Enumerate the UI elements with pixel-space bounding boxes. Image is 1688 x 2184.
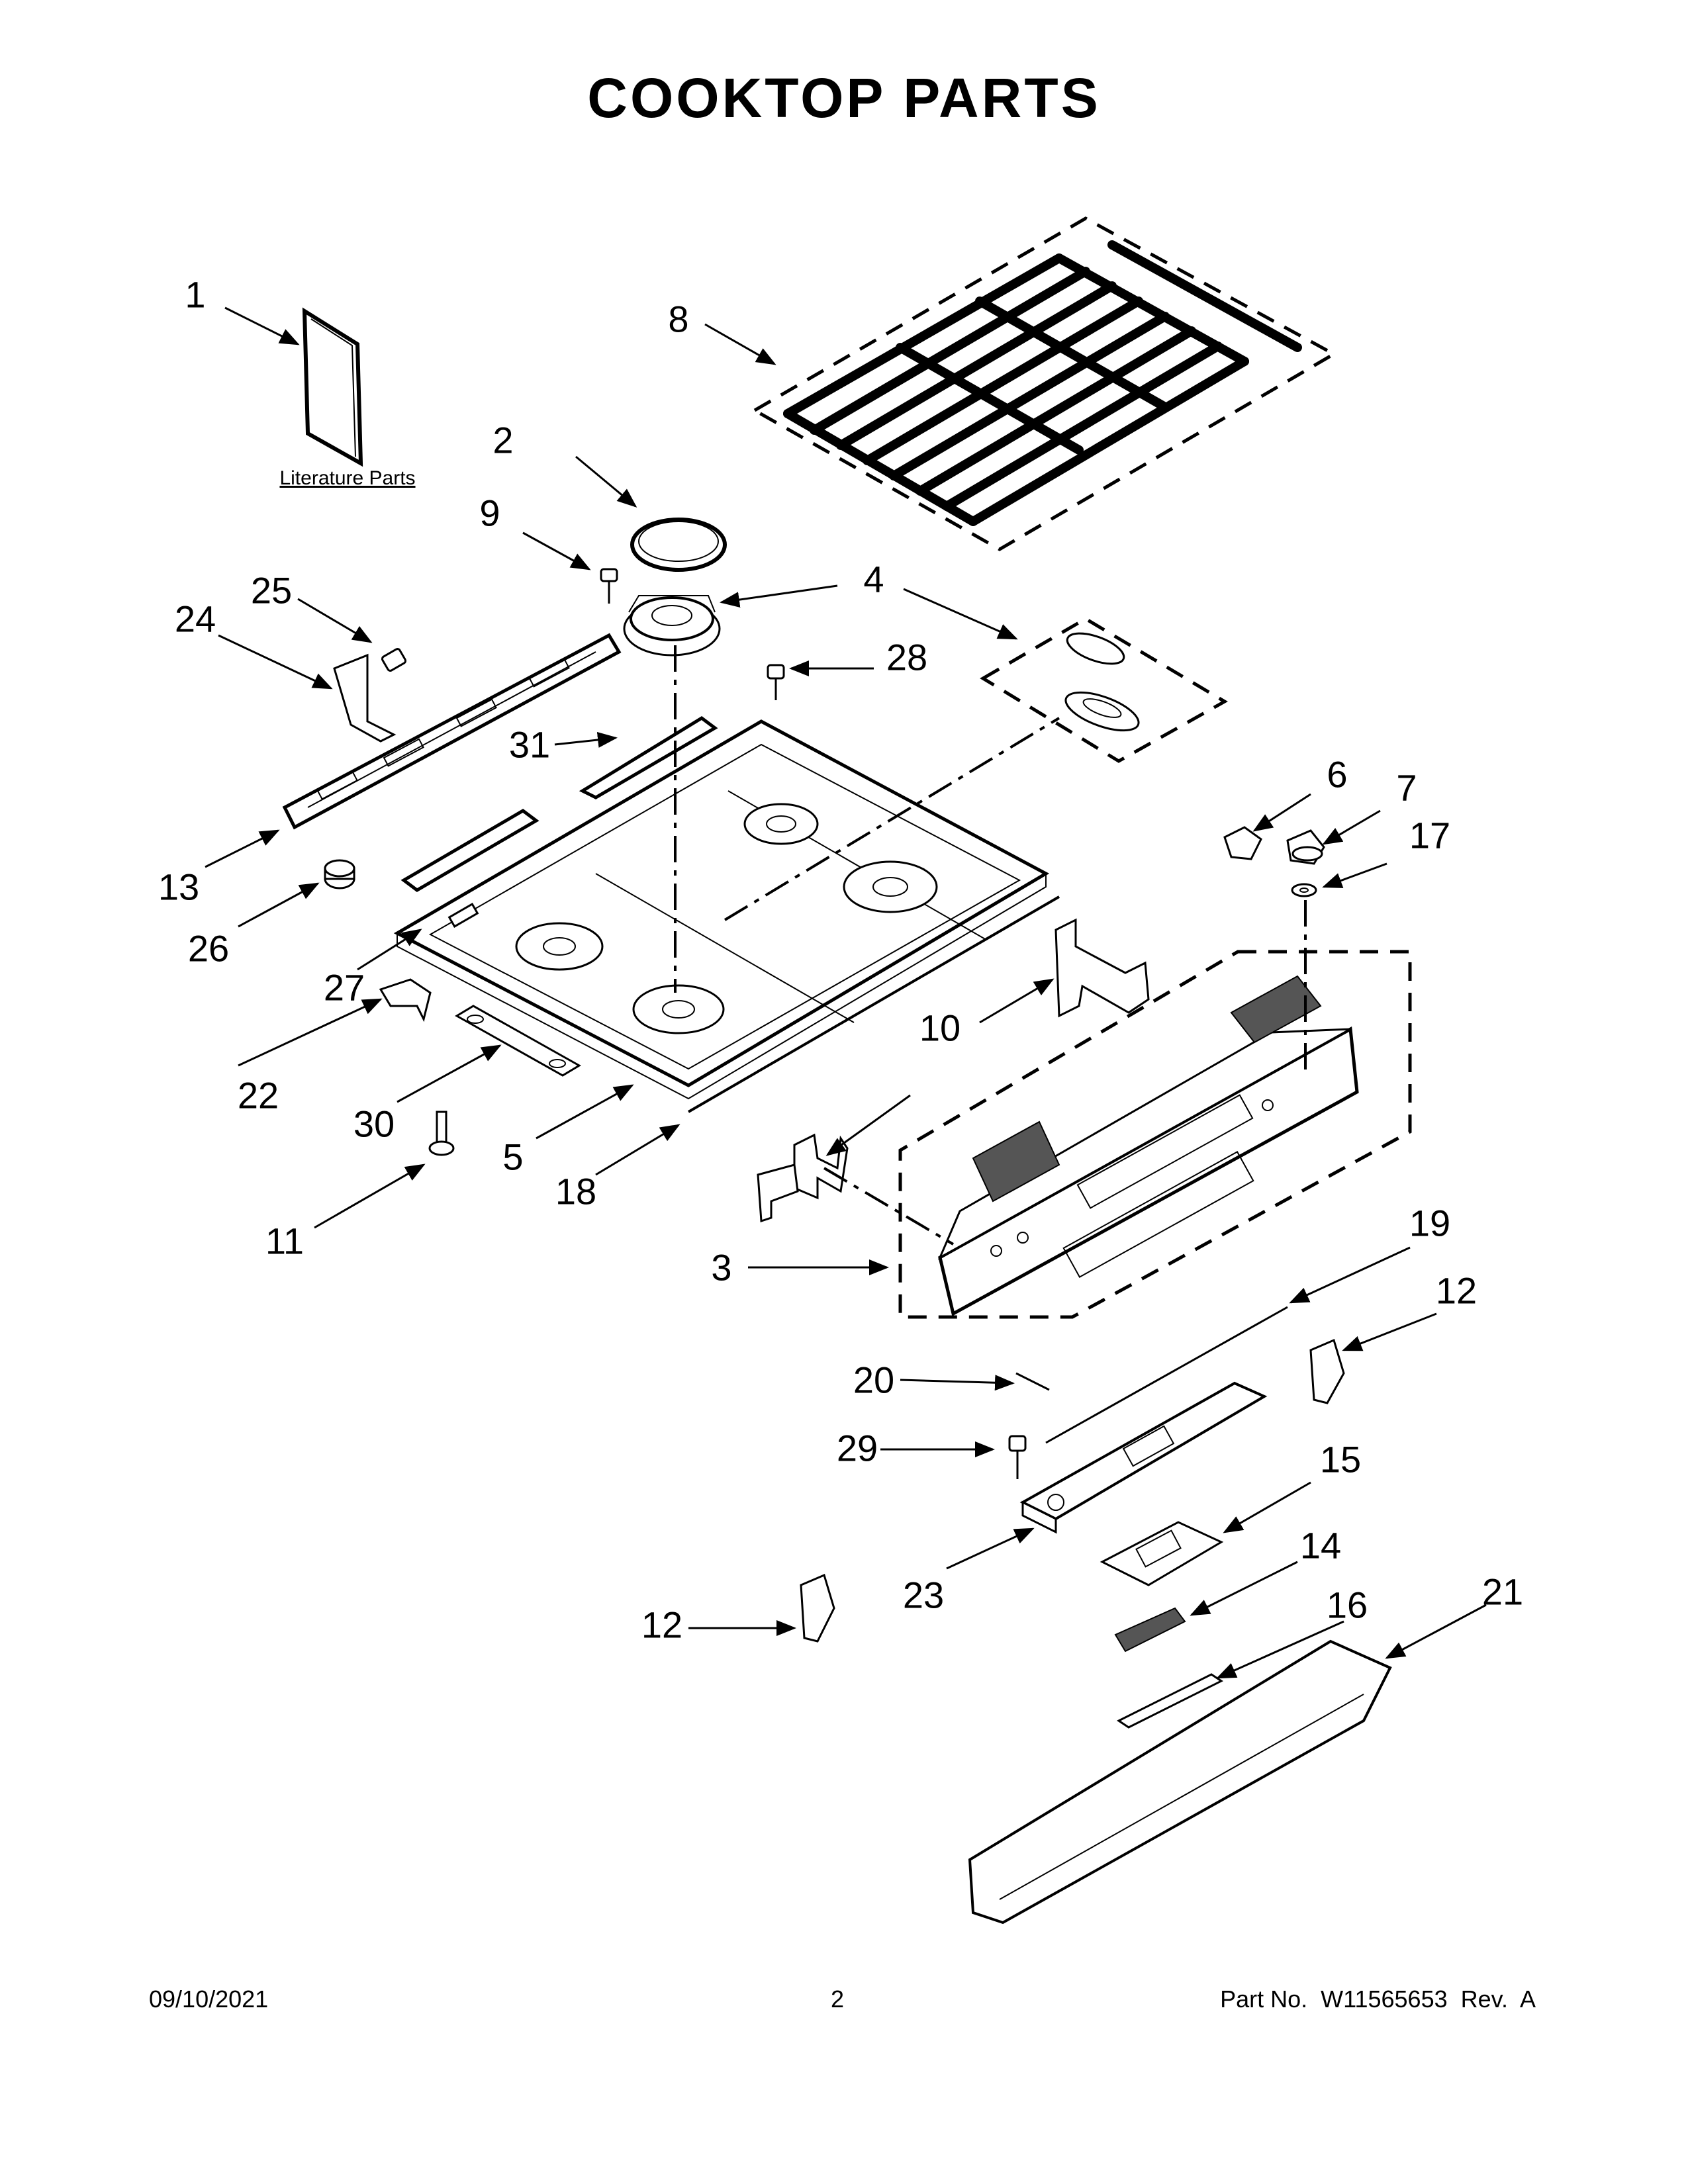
callout-7: 7: [1396, 767, 1417, 809]
cooktop-hinges: [400, 715, 718, 892]
callout-22: 22: [238, 1075, 279, 1116]
callout-leaders: [205, 306, 1487, 1679]
callout-15: 15: [1320, 1439, 1361, 1480]
cooktop-grate: [751, 216, 1338, 551]
callout-5: 5: [502, 1136, 523, 1178]
burner-screw: [600, 568, 618, 604]
lower-front-trim: [968, 1639, 1392, 1925]
cooktop-trim-strip: [687, 895, 1060, 1113]
callout-3: 3: [711, 1247, 731, 1289]
display-shield: [1117, 1673, 1223, 1729]
ignition-module-plate: [455, 1005, 581, 1077]
callout-16: 16: [1327, 1584, 1368, 1626]
callout-21: 21: [1482, 1571, 1523, 1613]
page-title: COOKTOP PARTS: [587, 67, 1101, 129]
footer-date: 09/10/2021: [149, 1985, 269, 2013]
callout-23: 23: [903, 1574, 944, 1616]
callout-29: 29: [837, 1428, 878, 1469]
alignment-line: [724, 717, 1060, 921]
callout-numbers: 1 2 9 4 25 24 8 28 31 13 26 27 22 30 11 …: [158, 274, 1523, 1646]
front-bracket: [379, 978, 432, 1023]
callout-31: 31: [509, 724, 550, 766]
control-mounting-bracket: [1019, 1381, 1268, 1534]
callout-13: 13: [158, 866, 199, 908]
burner-cap: [630, 518, 727, 572]
callout-1: 1: [185, 274, 205, 316]
wire-20: [1015, 1372, 1050, 1391]
callout-24: 24: [175, 598, 216, 640]
bracket-screw-29: [1008, 1435, 1027, 1479]
end-bracket-left: [800, 1573, 835, 1643]
callout-11: 11: [265, 1220, 304, 1262]
callout-28: 28: [886, 637, 927, 678]
callout-4: 4: [863, 559, 884, 600]
callout-2: 2: [492, 420, 513, 461]
callout-8: 8: [668, 298, 688, 340]
display-board: [1114, 1607, 1186, 1653]
callout-9: 9: [479, 492, 500, 534]
bracket-screw: [381, 648, 407, 672]
wire-19: [1045, 1306, 1288, 1444]
footer-part-number: Part No. W11565653 Rev. A: [1220, 1985, 1536, 2013]
callout-25: 25: [251, 570, 292, 612]
cooktop-screw: [767, 664, 785, 700]
knob-small: [1223, 826, 1262, 860]
leveling-leg: [428, 1111, 455, 1156]
callout-12: 12: [641, 1604, 682, 1646]
callout-6: 6: [1327, 754, 1347, 796]
end-bracket-right: [1309, 1338, 1345, 1404]
callout-19: 19: [1409, 1203, 1450, 1244]
display-housing: [1100, 1521, 1224, 1586]
side-brackets: [757, 918, 1150, 1223]
callout-27: 27: [324, 967, 365, 1009]
callout-18: 18: [555, 1171, 596, 1212]
burner-base: [623, 595, 721, 657]
knob-large: [1286, 829, 1325, 865]
main-cooktop: [393, 719, 1050, 1100]
side-trim-bracket: [282, 633, 622, 830]
literature-booklet: [302, 307, 363, 467]
callout-14: 14: [1300, 1525, 1341, 1567]
hinge-latch: [447, 903, 479, 928]
knob-washer: [1291, 883, 1317, 897]
callout-26: 26: [188, 928, 229, 970]
callout-12: 12: [1436, 1270, 1477, 1312]
oval-burner-assembly: [980, 617, 1228, 763]
callout-10: 10: [919, 1007, 961, 1049]
grommet: [324, 859, 355, 889]
control-panel-assembly: [898, 950, 1412, 1319]
callout-30: 30: [353, 1103, 395, 1145]
literature-parts-label[interactable]: Literature Parts: [279, 467, 415, 489]
callout-17: 17: [1409, 815, 1450, 856]
footer-page-number: 2: [831, 1985, 845, 2013]
alignment-line: [823, 1167, 955, 1246]
callout-20: 20: [853, 1359, 894, 1401]
